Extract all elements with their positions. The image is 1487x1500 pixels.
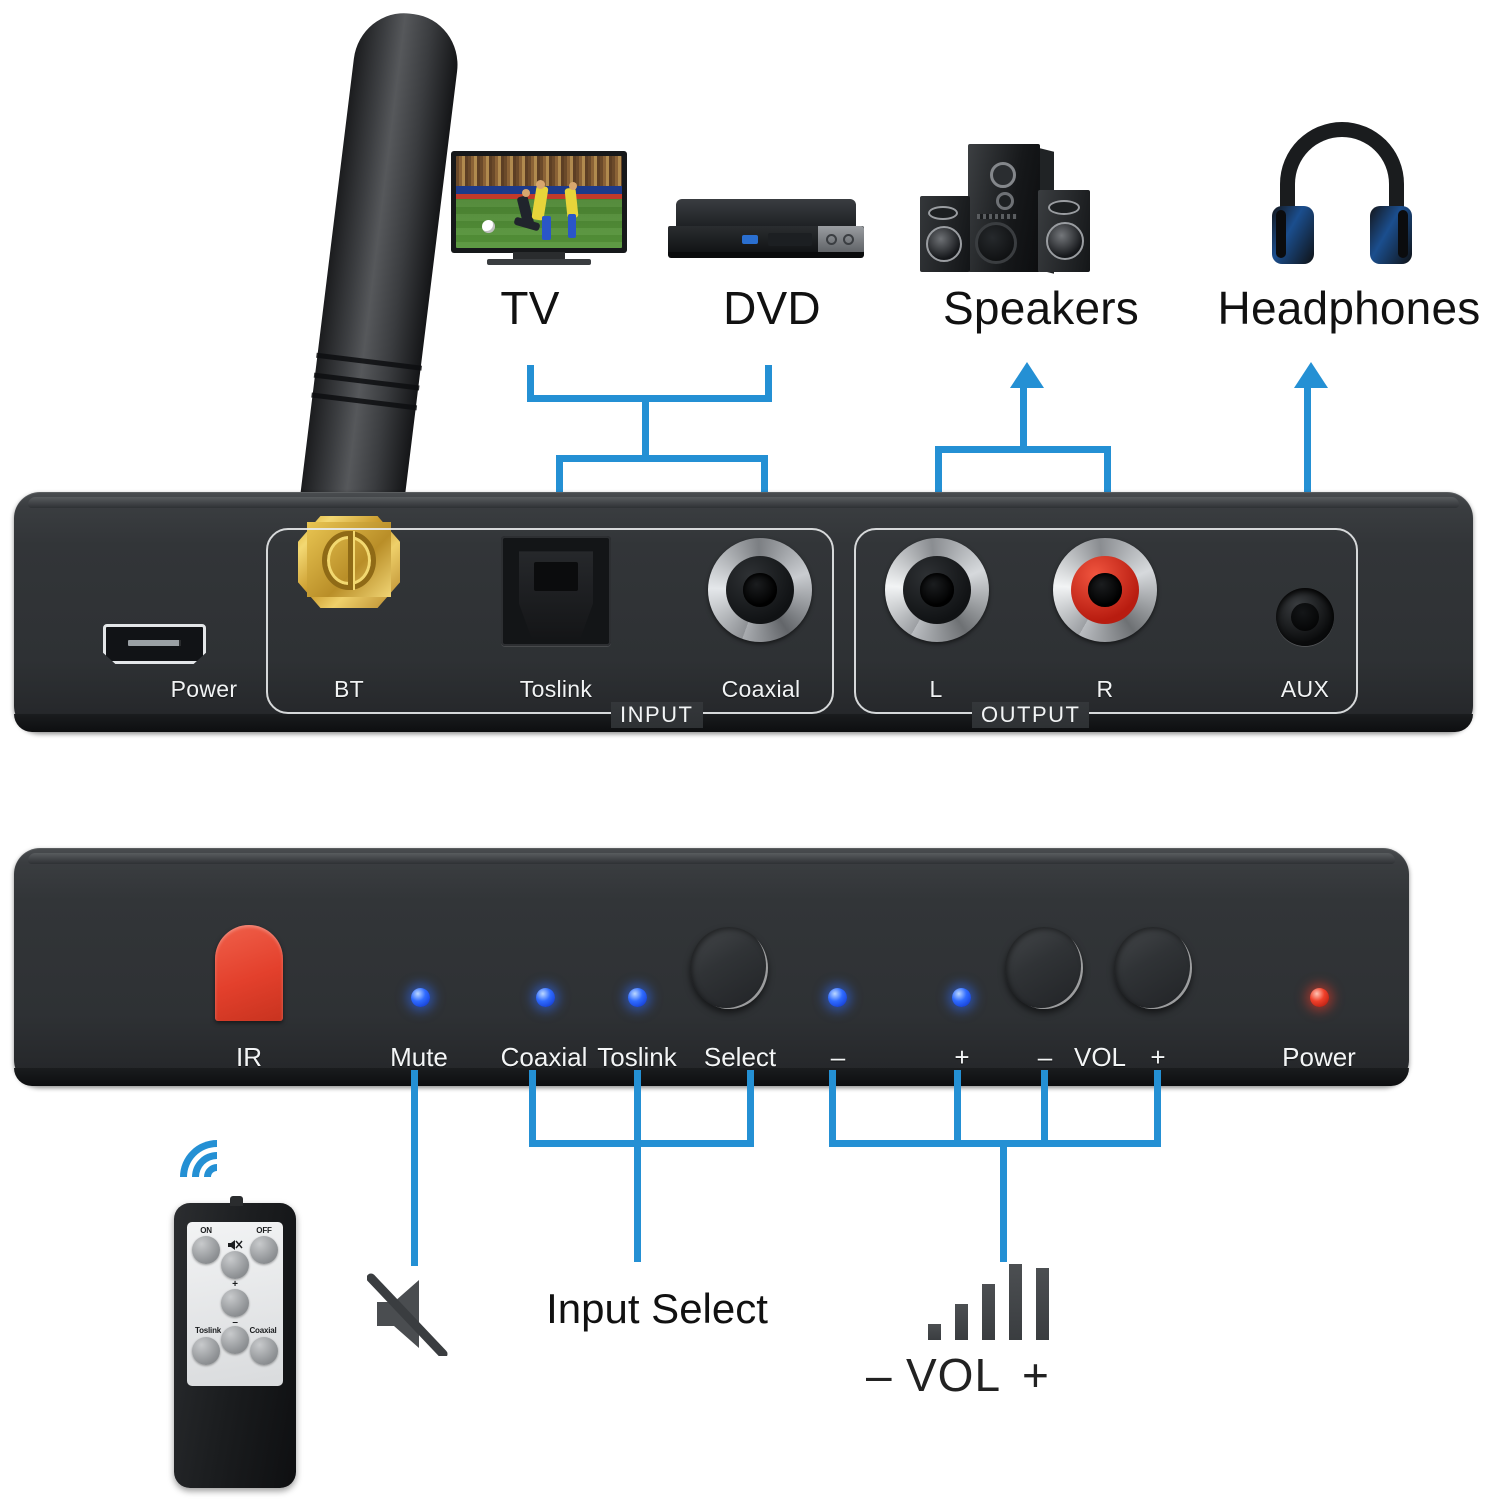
headphones-arrow-icon: [1294, 362, 1328, 388]
dvd-label: DVD: [723, 282, 821, 334]
remote-ir-emitter: [230, 1196, 244, 1206]
connector-volminus-stub: [1041, 1070, 1048, 1147]
remote-plus-label: +: [232, 1279, 238, 1290]
connector-plusled-stub: [954, 1070, 961, 1147]
vol-callout-label: VOL: [906, 1349, 1002, 1401]
vol-plus-label: +: [1150, 1042, 1166, 1072]
connector-coaxial-stub: [529, 1070, 536, 1147]
bt-port-label: BT: [334, 676, 364, 702]
connector-inputselect-bar: [529, 1140, 754, 1147]
connector-input-bar: [556, 455, 768, 462]
remote-keypad: ON OFF + – Toslink Coaxial: [187, 1222, 283, 1386]
left-output-port[interactable]: [885, 538, 989, 642]
select-button[interactable]: [690, 927, 768, 1009]
speakers-arrow-icon: [1010, 362, 1044, 388]
volume-bars-icon: [928, 1258, 1054, 1340]
headphones-label: Headphones: [1217, 282, 1481, 334]
right-output-label: R: [1096, 676, 1114, 702]
coaxial-port-label: Coaxial: [721, 676, 801, 702]
power-led-label: Power: [1282, 1042, 1356, 1072]
connector-vol-stem: [1000, 1140, 1007, 1262]
output-group-outline: [854, 528, 1358, 714]
volume-up-button[interactable]: [1114, 927, 1192, 1009]
plus-led-label: +: [954, 1042, 970, 1072]
tv-icon: [451, 151, 627, 271]
micro-usb-power-port[interactable]: [103, 624, 206, 664]
connector-toslink-stub: [634, 1070, 641, 1147]
connector-inputselect-stem: [634, 1140, 641, 1262]
remote-control[interactable]: ON OFF + – Toslink Coaxial: [174, 1196, 296, 1488]
output-group-label: OUTPUT: [972, 702, 1090, 728]
input-group-label: INPUT: [611, 702, 703, 728]
coaxial-led: [536, 988, 555, 1007]
vol-label: VOL: [1073, 1042, 1127, 1072]
speakers-label: Speakers: [943, 282, 1139, 334]
power-port-label: Power: [170, 676, 238, 702]
remote-mute-button[interactable]: [221, 1251, 249, 1279]
connector-mute-drop: [411, 1070, 418, 1266]
dvd-player-icon: [668, 199, 864, 261]
headphones-icon: [1272, 122, 1412, 264]
bluetooth-antenna: [297, 7, 464, 553]
connector-tvdvd-stem: [642, 395, 649, 461]
toslink-port-label: Toslink: [519, 676, 593, 702]
toslink-led-label: Toslink: [597, 1042, 677, 1072]
connector-dvd-stub: [765, 365, 772, 402]
right-output-port[interactable]: [1053, 538, 1157, 642]
minus-led: [828, 988, 847, 1007]
vol-callout-row: – VOL +: [866, 1348, 1086, 1406]
vol-callout-minus: –: [866, 1349, 892, 1401]
sma-antenna-connector: [298, 516, 400, 608]
tv-label: TV: [500, 282, 560, 334]
remote-off-button[interactable]: [250, 1236, 278, 1264]
remote-off-label: OFF: [256, 1226, 272, 1235]
connector-vol-bar: [829, 1140, 1161, 1147]
ir-label: IR: [236, 1042, 262, 1072]
toslink-led: [628, 988, 647, 1007]
remote-coaxial-label: Coaxial: [249, 1326, 277, 1335]
remote-minus-label: –: [232, 1317, 238, 1328]
select-label: Select: [703, 1042, 777, 1072]
ir-receiver-window: [215, 925, 283, 1021]
connector-select-stub: [747, 1070, 754, 1147]
left-output-label: L: [929, 676, 943, 702]
remote-coaxial-button[interactable]: [250, 1337, 278, 1365]
remote-on-button[interactable]: [192, 1236, 220, 1264]
volume-down-button[interactable]: [1005, 927, 1083, 1009]
plus-led: [952, 988, 971, 1007]
remote-on-label: ON: [200, 1226, 212, 1235]
remote-mute-icon: [227, 1238, 243, 1250]
coaxial-input-port[interactable]: [708, 538, 812, 642]
input-group-outline: [266, 528, 834, 714]
connector-minusled-stub: [829, 1070, 836, 1147]
remote-minus-button[interactable]: [221, 1326, 249, 1354]
aux-output-port[interactable]: [1276, 588, 1334, 646]
mute-icon: [366, 1272, 463, 1359]
mute-led: [411, 988, 430, 1007]
coaxial-led-label: Coaxial: [500, 1042, 588, 1072]
mute-label: Mute: [390, 1042, 448, 1072]
aux-output-label: AUX: [1280, 676, 1330, 702]
input-select-caption: Input Select: [546, 1285, 768, 1332]
connector-volplus-stub: [1154, 1070, 1161, 1147]
remote-toslink-label: Toslink: [194, 1326, 222, 1335]
connector-tvdvd-bar: [527, 395, 772, 402]
speakers-icon: [920, 144, 1090, 274]
minus-led-label: –: [830, 1042, 846, 1072]
connector-tv-stub: [527, 365, 534, 402]
remote-plus-button[interactable]: [221, 1289, 249, 1317]
ir-signal-icon: [164, 1124, 286, 1230]
connector-speaker-stem: [1020, 388, 1027, 448]
power-led: [1310, 988, 1329, 1007]
connector-speaker-bar: [935, 446, 1111, 453]
vol-callout-plus: +: [1022, 1349, 1049, 1401]
toslink-input-port[interactable]: [501, 536, 611, 646]
remote-toslink-button[interactable]: [192, 1337, 220, 1365]
vol-minus-label: –: [1037, 1042, 1053, 1072]
